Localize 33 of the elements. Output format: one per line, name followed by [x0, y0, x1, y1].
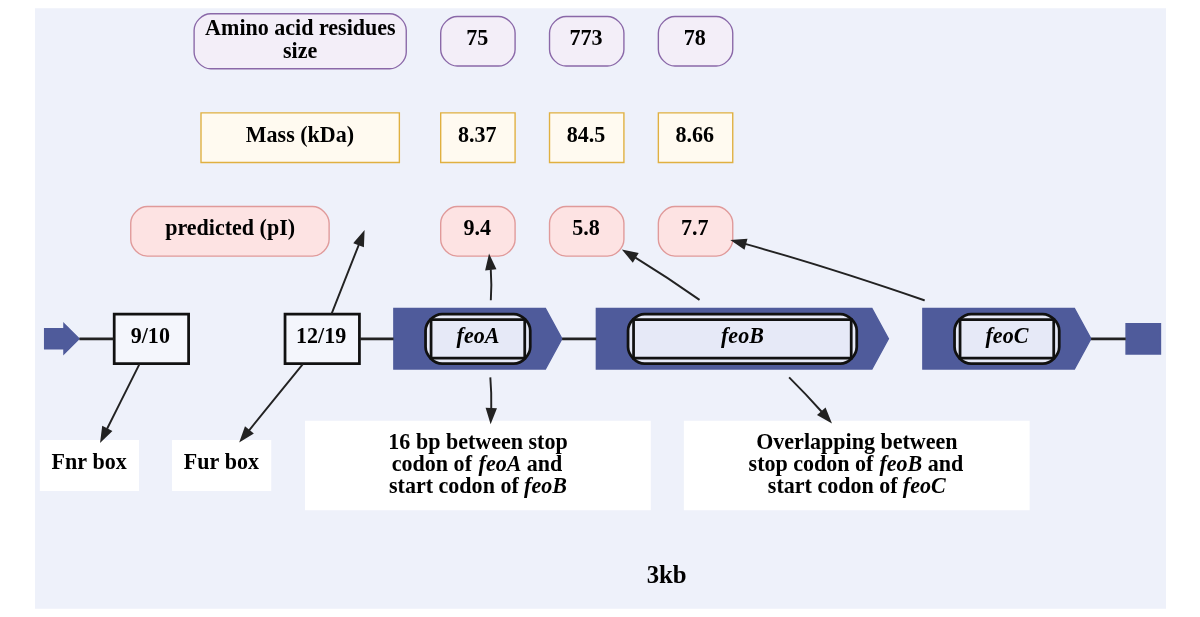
- connector: [359, 337, 394, 341]
- arrow: [238, 363, 304, 443]
- node-box: 8.66: [657, 112, 733, 164]
- node-box: 9.4: [439, 205, 516, 257]
- node-box: 16 bp between stop codon of feoA and start codon of feoB: [304, 420, 651, 511]
- node-box: Fur box: [171, 440, 271, 492]
- node-box: 75: [439, 15, 516, 67]
- arrow: [330, 230, 365, 315]
- node-box: Fnr box: [39, 440, 139, 492]
- node-box: 84.5: [548, 112, 625, 164]
- node-box: Mass (kDa): [199, 112, 400, 164]
- node-box: 7.7: [657, 205, 733, 257]
- node-box: 773: [548, 15, 625, 67]
- arrow: [787, 376, 832, 424]
- node-box: predicted (pI): [129, 205, 330, 257]
- label: 3kb: [646, 561, 687, 589]
- arrow: [484, 253, 496, 302]
- node-box: 78: [657, 15, 733, 67]
- connector: [1090, 337, 1126, 341]
- connector: [561, 337, 596, 341]
- node-box: 12/19: [283, 312, 361, 365]
- node-box: 8.37: [439, 112, 516, 164]
- connector: [78, 337, 114, 341]
- node-box: 5.8: [548, 205, 625, 257]
- node-box: Amino acid residues size: [192, 13, 407, 70]
- arrow: [621, 249, 700, 301]
- arrow: [729, 238, 926, 302]
- node-box: 9/10: [112, 312, 190, 365]
- arrow: [485, 376, 497, 425]
- arrow: [99, 363, 140, 443]
- node-box: [1124, 322, 1161, 355]
- node-arrow: [43, 322, 80, 356]
- node-box: Overlapping between stop codon of feoB and start codon of feoC: [683, 420, 1030, 511]
